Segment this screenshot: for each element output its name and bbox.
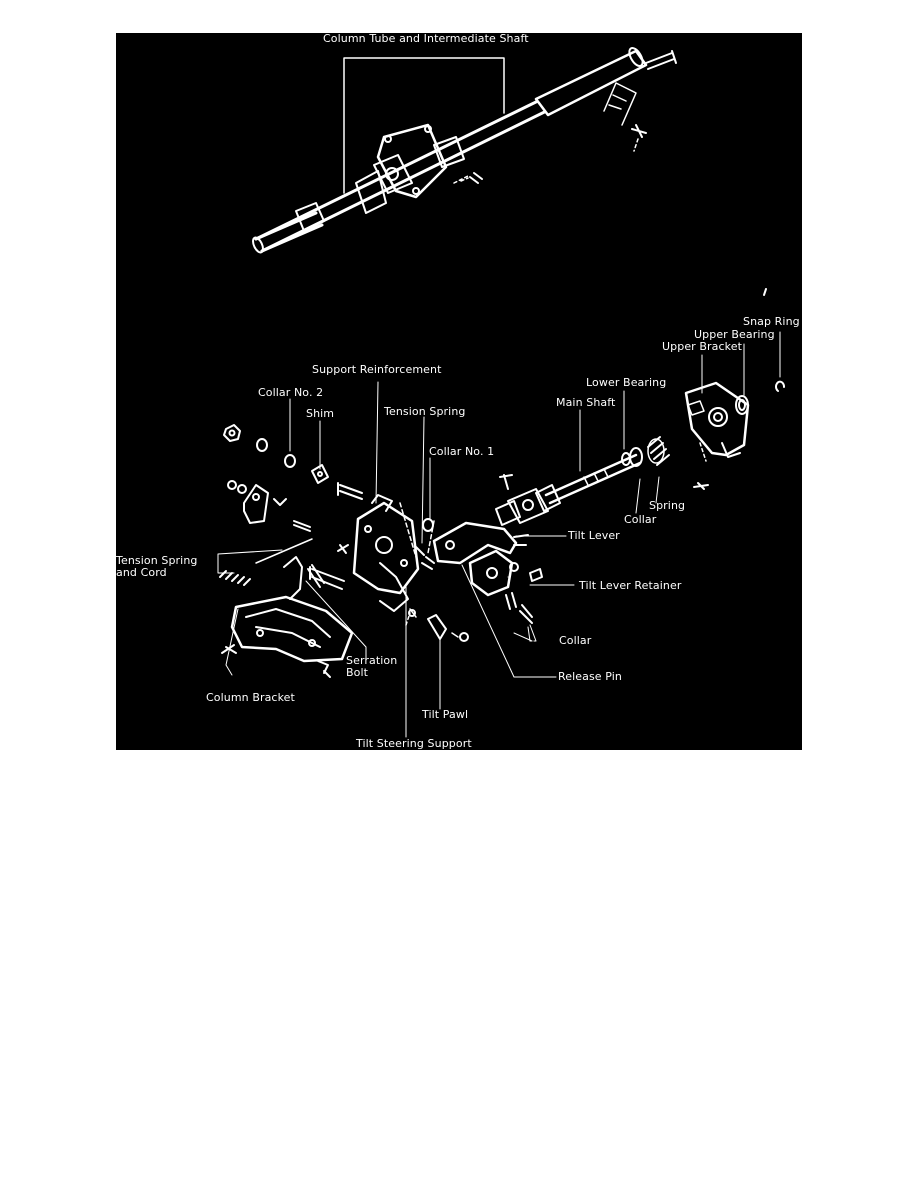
label-tilt-steering-support: Tilt Steering Support — [356, 737, 472, 750]
diagram-artwork — [217, 46, 785, 738]
column-tube-assembly — [252, 46, 677, 254]
upper-bracket-assembly — [621, 288, 785, 490]
serration-bolt — [309, 566, 345, 590]
label-column-bracket: Column Bracket — [206, 691, 295, 704]
leader-lines — [217, 331, 781, 738]
label-serration-bolt: Serration Bolt — [346, 654, 398, 679]
label-column-tube: Column Tube and Intermediate Shaft — [323, 33, 529, 45]
label-tilt-lever: Tilt Lever — [568, 529, 620, 542]
tilt-pawl — [405, 608, 469, 642]
main-shaft-assembly — [495, 453, 642, 526]
label-tilt-lever-retainer: Tilt Lever Retainer — [579, 579, 682, 592]
label-collar-lower: Collar — [559, 634, 592, 647]
small-hardware — [223, 424, 434, 554]
tilt-lever — [421, 521, 529, 570]
label-snap-ring: Snap Ring — [743, 315, 800, 328]
label-collar-upper: Collar — [624, 513, 657, 526]
tilt-lever-retainer — [468, 549, 543, 624]
label-tension-spring-cord: Tension Spring and Cord — [116, 554, 198, 579]
label-tension-spring: Tension Spring — [384, 405, 466, 418]
label-support-reinforcement: Support Reinforcement — [312, 363, 442, 376]
label-tilt-pawl: Tilt Pawl — [422, 708, 469, 721]
tension-spring-cord — [219, 538, 325, 600]
label-release-pin: Release Pin — [558, 670, 622, 683]
label-collar-no2: Collar No. 2 — [258, 386, 324, 399]
label-upper-bracket: Upper Bracket — [662, 340, 743, 353]
column-bracket — [221, 595, 354, 678]
label-upper-bearing: Upper Bearing — [694, 328, 775, 341]
exploded-view-diagram: Column Tube and Intermediate Shaft Snap … — [116, 33, 802, 750]
label-main-shaft: Main Shaft — [556, 396, 616, 409]
label-spring: Spring — [649, 499, 686, 512]
label-shim: Shim — [306, 407, 335, 420]
label-collar-no1: Collar No. 1 — [429, 445, 495, 458]
label-lower-bearing: Lower Bearing — [586, 376, 667, 389]
tilt-steering-support — [352, 494, 435, 612]
